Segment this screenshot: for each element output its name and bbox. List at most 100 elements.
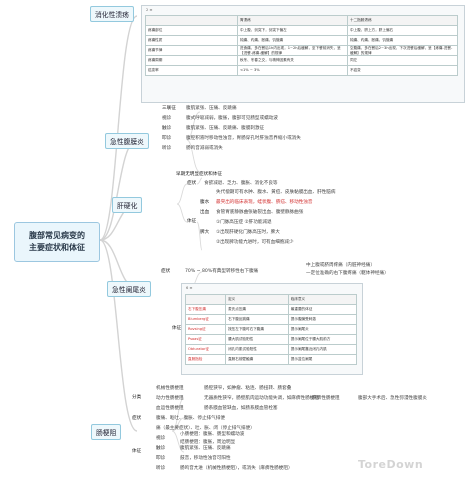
peritonitis-item-value: 腹肌紧张、压痛、反跳痛 bbox=[186, 106, 237, 111]
root-title-line2: 主要症状和体征 bbox=[29, 243, 85, 252]
table-cell: 直肠指检 bbox=[184, 354, 227, 365]
table-row: Psoas征腰大肌试验阳性提示阑尾位于腰大肌前方 bbox=[184, 334, 358, 345]
cirrhosis-sign-key: 出血 bbox=[200, 210, 210, 215]
topic-intestinal-obstruction[interactable]: 肠梗阻 bbox=[91, 424, 122, 440]
table-cell: 右下腹压痛 bbox=[184, 304, 227, 315]
peritonitis-item-value: 肠鸣音减弱或消失 bbox=[186, 146, 223, 151]
table-cell: 同左 bbox=[347, 55, 458, 67]
obstruction-sign-detail: 肠鸣音亢进（机械性肠梗阻），或消失（麻痹性肠梗阻） bbox=[180, 466, 293, 471]
cirrhosis-sign-label: 体征 bbox=[187, 219, 197, 224]
topic-acute-peritonitis-label: 急性腹膜炎 bbox=[110, 138, 144, 146]
table-header: 十二指肠溃疡 bbox=[347, 15, 458, 26]
table-cell: 中上腹，剑突下，剑突下偏左 bbox=[237, 25, 348, 36]
peritonitis-item-value: 腹腔积液时移动性浊音，胃肠穿孔时肝浊音界缩小或消失 bbox=[186, 136, 301, 141]
ulcer-table: 胃溃疡 十二指肠溃疡 疼痛部位中上腹，剑突下，剑突下偏左中上腹，脐上方，脐上偏右… bbox=[145, 15, 458, 77]
table-cell: 提示腹膜受刺激 bbox=[287, 314, 358, 325]
table-cell: 不癌变 bbox=[347, 65, 458, 77]
table-row: 疼痛周期秋冬、冬春之交，与精神因素有关同左 bbox=[145, 55, 458, 67]
table-header-row: 胃溃疡 十二指肠溃疡 bbox=[145, 15, 458, 26]
obstruction-class-detail: 肠腔狭窄，如肿瘤、粘连、肠扭转、肠套叠 bbox=[204, 386, 292, 391]
obstruction-sign-detail: 鼓音，移动性浊音可阳性 bbox=[180, 456, 231, 461]
table-cell: 中上腹，脐上方，脐上偏右 bbox=[347, 25, 458, 36]
root-topic: 腹部常见病变的主要症状和体征 bbox=[14, 222, 100, 262]
obstruction-sign-key: 听诊 bbox=[156, 466, 166, 471]
cirrhosis-sign-value: ①门脉高压症 ②肝功能减退 bbox=[216, 220, 272, 225]
watermark-text: ToreDown bbox=[358, 458, 424, 471]
table-cell: Psoas征 bbox=[184, 334, 227, 345]
table-cell: 提示盆位阑尾 bbox=[287, 354, 358, 365]
table-cell: 闭孔内肌试验阳性 bbox=[225, 344, 289, 355]
topic-cirrhosis-label: 肝硬化 bbox=[117, 202, 138, 210]
peritonitis-item-value: 腹肌紧张、压痛、反跳痛、腹膜刺激征 bbox=[186, 126, 265, 131]
obstruction-side-note: 腹部大手术后、急性弥漫性腹膜炎 bbox=[358, 396, 427, 401]
table-cell: 疼痛周期 bbox=[145, 55, 238, 67]
table-cell: 最重要的体征 bbox=[287, 304, 358, 315]
table-row: Rovsing征按压左下腹时右下腹痛提示阑尾炎 bbox=[184, 324, 358, 335]
topic-acute-appendicitis-label: 急性阑尾炎 bbox=[112, 286, 146, 294]
cirrhosis-symptom-label: 症状 bbox=[187, 181, 197, 186]
table-cell: 提示阑尾位于腰大肌前方 bbox=[287, 334, 358, 345]
table-cell: 进食痛，多在餐后1h内出现，1~2h后缓解，至下餐前消失，呈【进餐-疼痛-缓解】… bbox=[237, 44, 348, 57]
obstruction-sign-key: 视诊 bbox=[156, 436, 166, 441]
cirrhosis-sign-value: 最突出的临床表现，蛙状腹、脐疝、移动性浊音 bbox=[216, 200, 313, 205]
table-row: 疼痛部位中上腹，剑突下，剑突下偏左中上腹，脐上方，脐上偏右 bbox=[145, 25, 458, 36]
table-row: 右下腹压痛麦氏点压痛最重要的体征 bbox=[184, 304, 358, 315]
table-cell: 直肠右前壁触痛 bbox=[225, 354, 289, 365]
table-cell: 提示阑尾靠近闭孔内肌 bbox=[287, 344, 358, 355]
topic-peptic-ulcer-label: 消化性溃疡 bbox=[95, 11, 129, 19]
appendicitis-symptom-label: 症状 bbox=[161, 269, 171, 274]
table-row: 疼痛性质钝痛、灼痛、胀痛、饥饿痛钝痛、灼痛、胀痛、饥饿痛 bbox=[145, 35, 458, 46]
table-cell: 疼痛性质 bbox=[145, 35, 238, 46]
obstruction-branch-key: 分类 bbox=[132, 395, 142, 400]
table-cell: <1% ~ 3% bbox=[237, 65, 348, 77]
appendicitis-note-somatic: 一定位准确的右下腹疼痛（躯体神经痛） bbox=[306, 271, 389, 276]
table-header: 定义 bbox=[225, 294, 289, 305]
table-cell: 疼痛部位 bbox=[145, 25, 238, 36]
table-row: 直肠指检直肠右前壁触痛提示盆位阑尾 bbox=[184, 354, 358, 365]
cirrhosis-sign-key: 脾大 bbox=[200, 230, 210, 235]
obstruction-sign-detail: 腹肌紧张、压痛、反跳痛 bbox=[180, 446, 231, 451]
peritonitis-item-value: 腹式呼吸减弱，腹胀，腹部可见肠型或蠕动波 bbox=[186, 116, 278, 121]
peritonitis-item-key: 视诊 bbox=[162, 116, 172, 121]
appendicitis-symptom-text: 70% ~ 80%有典型转移性右下腹痛 bbox=[185, 269, 259, 274]
table-cell: Blumberg征 bbox=[184, 314, 227, 325]
obstruction-side-type: 麻痹性肠梗阻 bbox=[312, 396, 340, 401]
table-cell: Rovsing征 bbox=[184, 324, 227, 335]
table-cell: 腰大肌试验阳性 bbox=[225, 334, 289, 345]
peritonitis-item-key: 叩诊 bbox=[162, 136, 172, 141]
peritonitis-item-key: 听诊 bbox=[162, 146, 172, 151]
obstruction-sign-key: 触诊 bbox=[156, 446, 166, 451]
table-cell: 癌变率 bbox=[145, 65, 238, 77]
table-cell: 疼痛节律 bbox=[145, 44, 238, 57]
table-row: Blumberg征右下腹反跳痛提示腹膜受刺激 bbox=[184, 314, 358, 325]
table-header bbox=[145, 15, 238, 26]
topic-cirrhosis[interactable]: 肝硬化 bbox=[112, 197, 143, 213]
obstruction-symptom-text: 腹痛、呕吐、腹胀、停止排气排便 bbox=[156, 416, 225, 421]
table-cell: 空腹痛，多在餐后2~3h出现，下次进餐后缓解，呈【疼痛-进餐-缓解】的规律 bbox=[347, 44, 458, 57]
root-title-line1: 腹部常见病变的 bbox=[29, 231, 85, 240]
obstruction-class-name: 机械性肠梗阻 bbox=[156, 386, 184, 391]
table-cell: 按压左下腹时右下腹痛 bbox=[225, 324, 289, 335]
topic-acute-peritonitis[interactable]: 急性腹膜炎 bbox=[105, 133, 149, 149]
table-header bbox=[184, 294, 227, 305]
table-cell: 右下腹反跳痛 bbox=[225, 314, 289, 325]
peritonitis-item-key: 触诊 bbox=[162, 126, 172, 131]
obstruction-class-detail: 无器质性狭窄，肠壁肌肉运动功能失调，如麻痹性肠梗阻 bbox=[204, 396, 319, 401]
table-cell: 钝痛、灼痛、胀痛、饥饿痛 bbox=[237, 35, 348, 46]
cirrhosis-sign-value: 食管胃底静脉曲张破裂出血、腹壁静脉曲张 bbox=[216, 210, 304, 215]
table-header-row: 定义临床意义 bbox=[184, 294, 358, 305]
obstruction-sign-detail: 小肠梗阻：腹胀、肠型和蠕动波 bbox=[180, 432, 245, 437]
obstruction-class-name: 血运性肠梗阻 bbox=[156, 406, 184, 411]
ulcer-table-number: 2 ≡ bbox=[146, 8, 153, 12]
table-header: 胃溃疡 bbox=[237, 15, 348, 26]
obstruction-symptom-note: 痛（最主要症状）、吐、胀、闭（停止排气排便） bbox=[156, 426, 255, 431]
table-row: 疼痛节律进食痛，多在餐后1h内出现，1~2h后缓解，至下餐前消失，呈【进餐-疼痛… bbox=[145, 44, 458, 57]
obstruction-class-detail: 肠系膜血管缺血，如肠系膜血管栓塞 bbox=[204, 406, 278, 411]
topic-acute-appendicitis[interactable]: 急性阑尾炎 bbox=[107, 281, 151, 297]
obstruction-sign-key: 叩诊 bbox=[156, 456, 166, 461]
table-row: 癌变率<1% ~ 3%不癌变 bbox=[145, 65, 458, 77]
topic-peptic-ulcer[interactable]: 消化性溃疡 bbox=[90, 6, 134, 22]
table-cell: 提示阑尾炎 bbox=[287, 324, 358, 335]
obstruction-branch-key: 体征 bbox=[132, 449, 142, 454]
